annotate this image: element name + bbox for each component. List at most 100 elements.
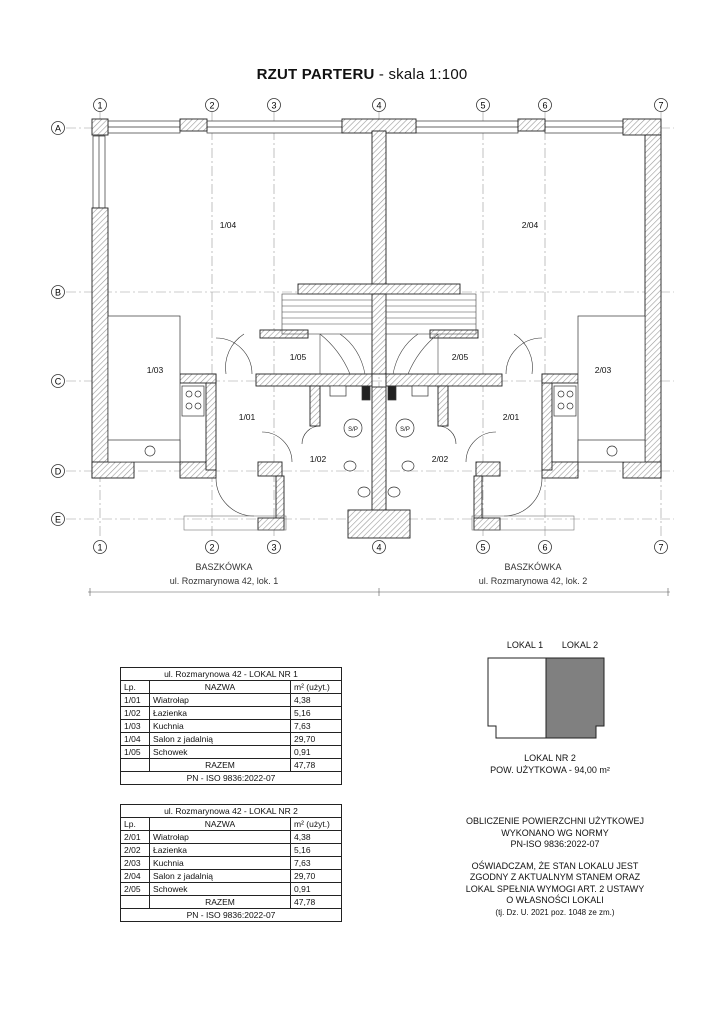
cell-lp: 1/03: [120, 719, 150, 733]
grid-col-label: 3: [271, 101, 276, 111]
declaration-block: OBLICZENIE POWIERZCHNI UŻYTKOWEJ WYKONAN…: [440, 816, 670, 918]
legend-caption-unit: LOKAL NR 2: [524, 753, 576, 763]
declaration-line: LOKAL SPEŁNIA WYMOGI ART. 2 USTAWY: [465, 883, 645, 894]
cell-name: Schowek: [149, 745, 291, 759]
table-row: 1/02 Łazienka 5,16: [120, 706, 342, 720]
grid-bubble: [51, 285, 65, 299]
grid-bubble: [372, 98, 386, 112]
unit-1-address: ul. Rozmarynowa 42, lok. 1: [170, 576, 279, 586]
cell-area: 4,38: [290, 693, 342, 707]
grid-bubble: [267, 98, 281, 112]
declaration-line: O WŁASNOŚCI LOKALI: [506, 895, 604, 905]
cell-lp: 2/02: [120, 843, 150, 857]
declaration-line: ZGODNY Z AKTUALNYM STANEM ORAZ: [469, 872, 641, 882]
table-row: 2/01 Wiatrołap 4,38: [120, 830, 342, 844]
total-value: 47,78: [290, 895, 342, 909]
unit-2-title: BASZKÓWKA: [504, 562, 561, 572]
total-value: 47,78: [290, 758, 342, 772]
col-name: NAZWA: [149, 680, 291, 694]
room-label: 2/05: [452, 352, 469, 362]
table-row: 2/02 Łazienka 5,16: [120, 843, 342, 857]
cell-area: 5,16: [290, 706, 342, 720]
room-label: 2/04: [522, 220, 539, 230]
cell-area: 7,63: [290, 856, 342, 870]
cell-name: Salon z jadalnią: [149, 732, 291, 746]
legend-lokal-2: LOKAL 2: [561, 640, 599, 650]
cell-area: 5,16: [290, 843, 342, 857]
grid-col-label: 5: [480, 101, 485, 111]
table-norm: PN - ISO 9836:2022-07: [120, 908, 342, 922]
grid-bubble: [205, 540, 219, 554]
grid-row-label: B: [55, 288, 61, 298]
table-header: ul. Rozmarynowa 42 - LOKAL NR 2: [120, 804, 342, 818]
grid-col-label: 7: [658, 101, 663, 111]
cell-name: Łazienka: [149, 706, 291, 720]
grid-row-label: E: [55, 515, 61, 525]
table-row: 1/03 Kuchnia 7,63: [120, 719, 342, 733]
cell-name: Wiatrołap: [149, 693, 291, 707]
cell-name: Kuchnia: [149, 856, 291, 870]
dimension-line: [88, 588, 670, 596]
cell-lp: 1/02: [120, 706, 150, 720]
cell-name: Schowek: [149, 882, 291, 896]
cell-lp: 1/01: [120, 693, 150, 707]
table-norm: PN - ISO 9836:2022-07: [120, 771, 342, 785]
legend-unit-2-shape: [545, 657, 605, 739]
cell-name: Łazienka: [149, 843, 291, 857]
grid-col-label: 7: [658, 543, 663, 553]
table-row: 1/04 Salon z jadalnią 29,70: [120, 732, 342, 746]
grid-bubble: [476, 540, 490, 554]
grid-bubble: [267, 540, 281, 554]
declaration-line: OBLICZENIE POWIERZCHNI UŻYTKOWEJ: [465, 816, 644, 826]
grid-bubble: [51, 512, 65, 526]
table-header: ul. Rozmarynowa 42 - LOKAL NR 1: [120, 667, 342, 681]
col-name: NAZWA: [149, 817, 291, 831]
room-label: 1/05: [290, 352, 307, 362]
cell-lp: 1/05: [120, 745, 150, 759]
grid-bubble: [51, 121, 65, 135]
room-label: 1/04: [220, 220, 237, 230]
cell-lp: 2/01: [120, 830, 150, 844]
declaration-line: PN-ISO 9836:2022-07: [510, 839, 600, 849]
terrace-outline: [183, 515, 575, 531]
room-label: 2/02: [432, 454, 449, 464]
cell-name: Wiatrołap: [149, 830, 291, 844]
legend-lokal-1: LOKAL 1: [506, 640, 544, 650]
col-area: m² (użyt.): [290, 817, 342, 831]
total-label: RAZEM: [149, 758, 291, 772]
table-total-row: RAZEM 47,78: [120, 895, 342, 909]
drawing-title-scale: - skala 1:100: [374, 66, 468, 83]
col-lp: Lp.: [120, 817, 150, 831]
declaration-line: (tj. Dz. U. 2021 poz. 1048 ze zm.): [495, 907, 615, 917]
grid-col-label: 4: [376, 543, 381, 553]
table-row: 2/05 Schowek 0,91: [120, 882, 342, 896]
room-label: 1/01: [239, 412, 256, 422]
cell-area: 29,70: [290, 869, 342, 883]
area-table-lokal-1: ul. Rozmarynowa 42 - LOKAL NR 1 Lp. NAZW…: [120, 667, 342, 785]
grid-col-label: 1: [97, 543, 102, 553]
sp-label: S/P: [400, 427, 410, 433]
drawing-title-bold: RZUT PARTERU: [256, 66, 375, 83]
bathroom-fixtures: [329, 385, 429, 498]
cell-area: 7,63: [290, 719, 342, 733]
grid-bubble: [51, 464, 65, 478]
room-label: 2/03: [595, 365, 612, 375]
declaration-line: OŚWIADCZAM, ŻE STAN LOKALU JEST: [471, 860, 639, 871]
area-table-lokal-2: ul. Rozmarynowa 42 - LOKAL NR 2 Lp. NAZW…: [120, 804, 342, 922]
cell-lp: 1/04: [120, 732, 150, 746]
grid-col-label: 3: [271, 543, 276, 553]
grid-col-label: 4: [376, 101, 381, 111]
declaration-line: WYKONANO WG NORMY: [501, 827, 609, 838]
cell-area: 29,70: [290, 732, 342, 746]
walls: [91, 118, 662, 539]
grid-col-label: 6: [542, 101, 547, 111]
grid-col-label: 2: [209, 543, 214, 553]
legend-diagram: [487, 657, 605, 739]
table-total-row: RAZEM 47,78: [120, 758, 342, 772]
legend-unit-1-shape: [487, 657, 547, 739]
cell-lp: 2/03: [120, 856, 150, 870]
drawing-title: RZUT PARTERU - skala 1:100: [0, 66, 724, 83]
grid-bubble: [372, 540, 386, 554]
col-area: m² (użyt.): [290, 680, 342, 694]
grid-col-label: 2: [209, 101, 214, 111]
